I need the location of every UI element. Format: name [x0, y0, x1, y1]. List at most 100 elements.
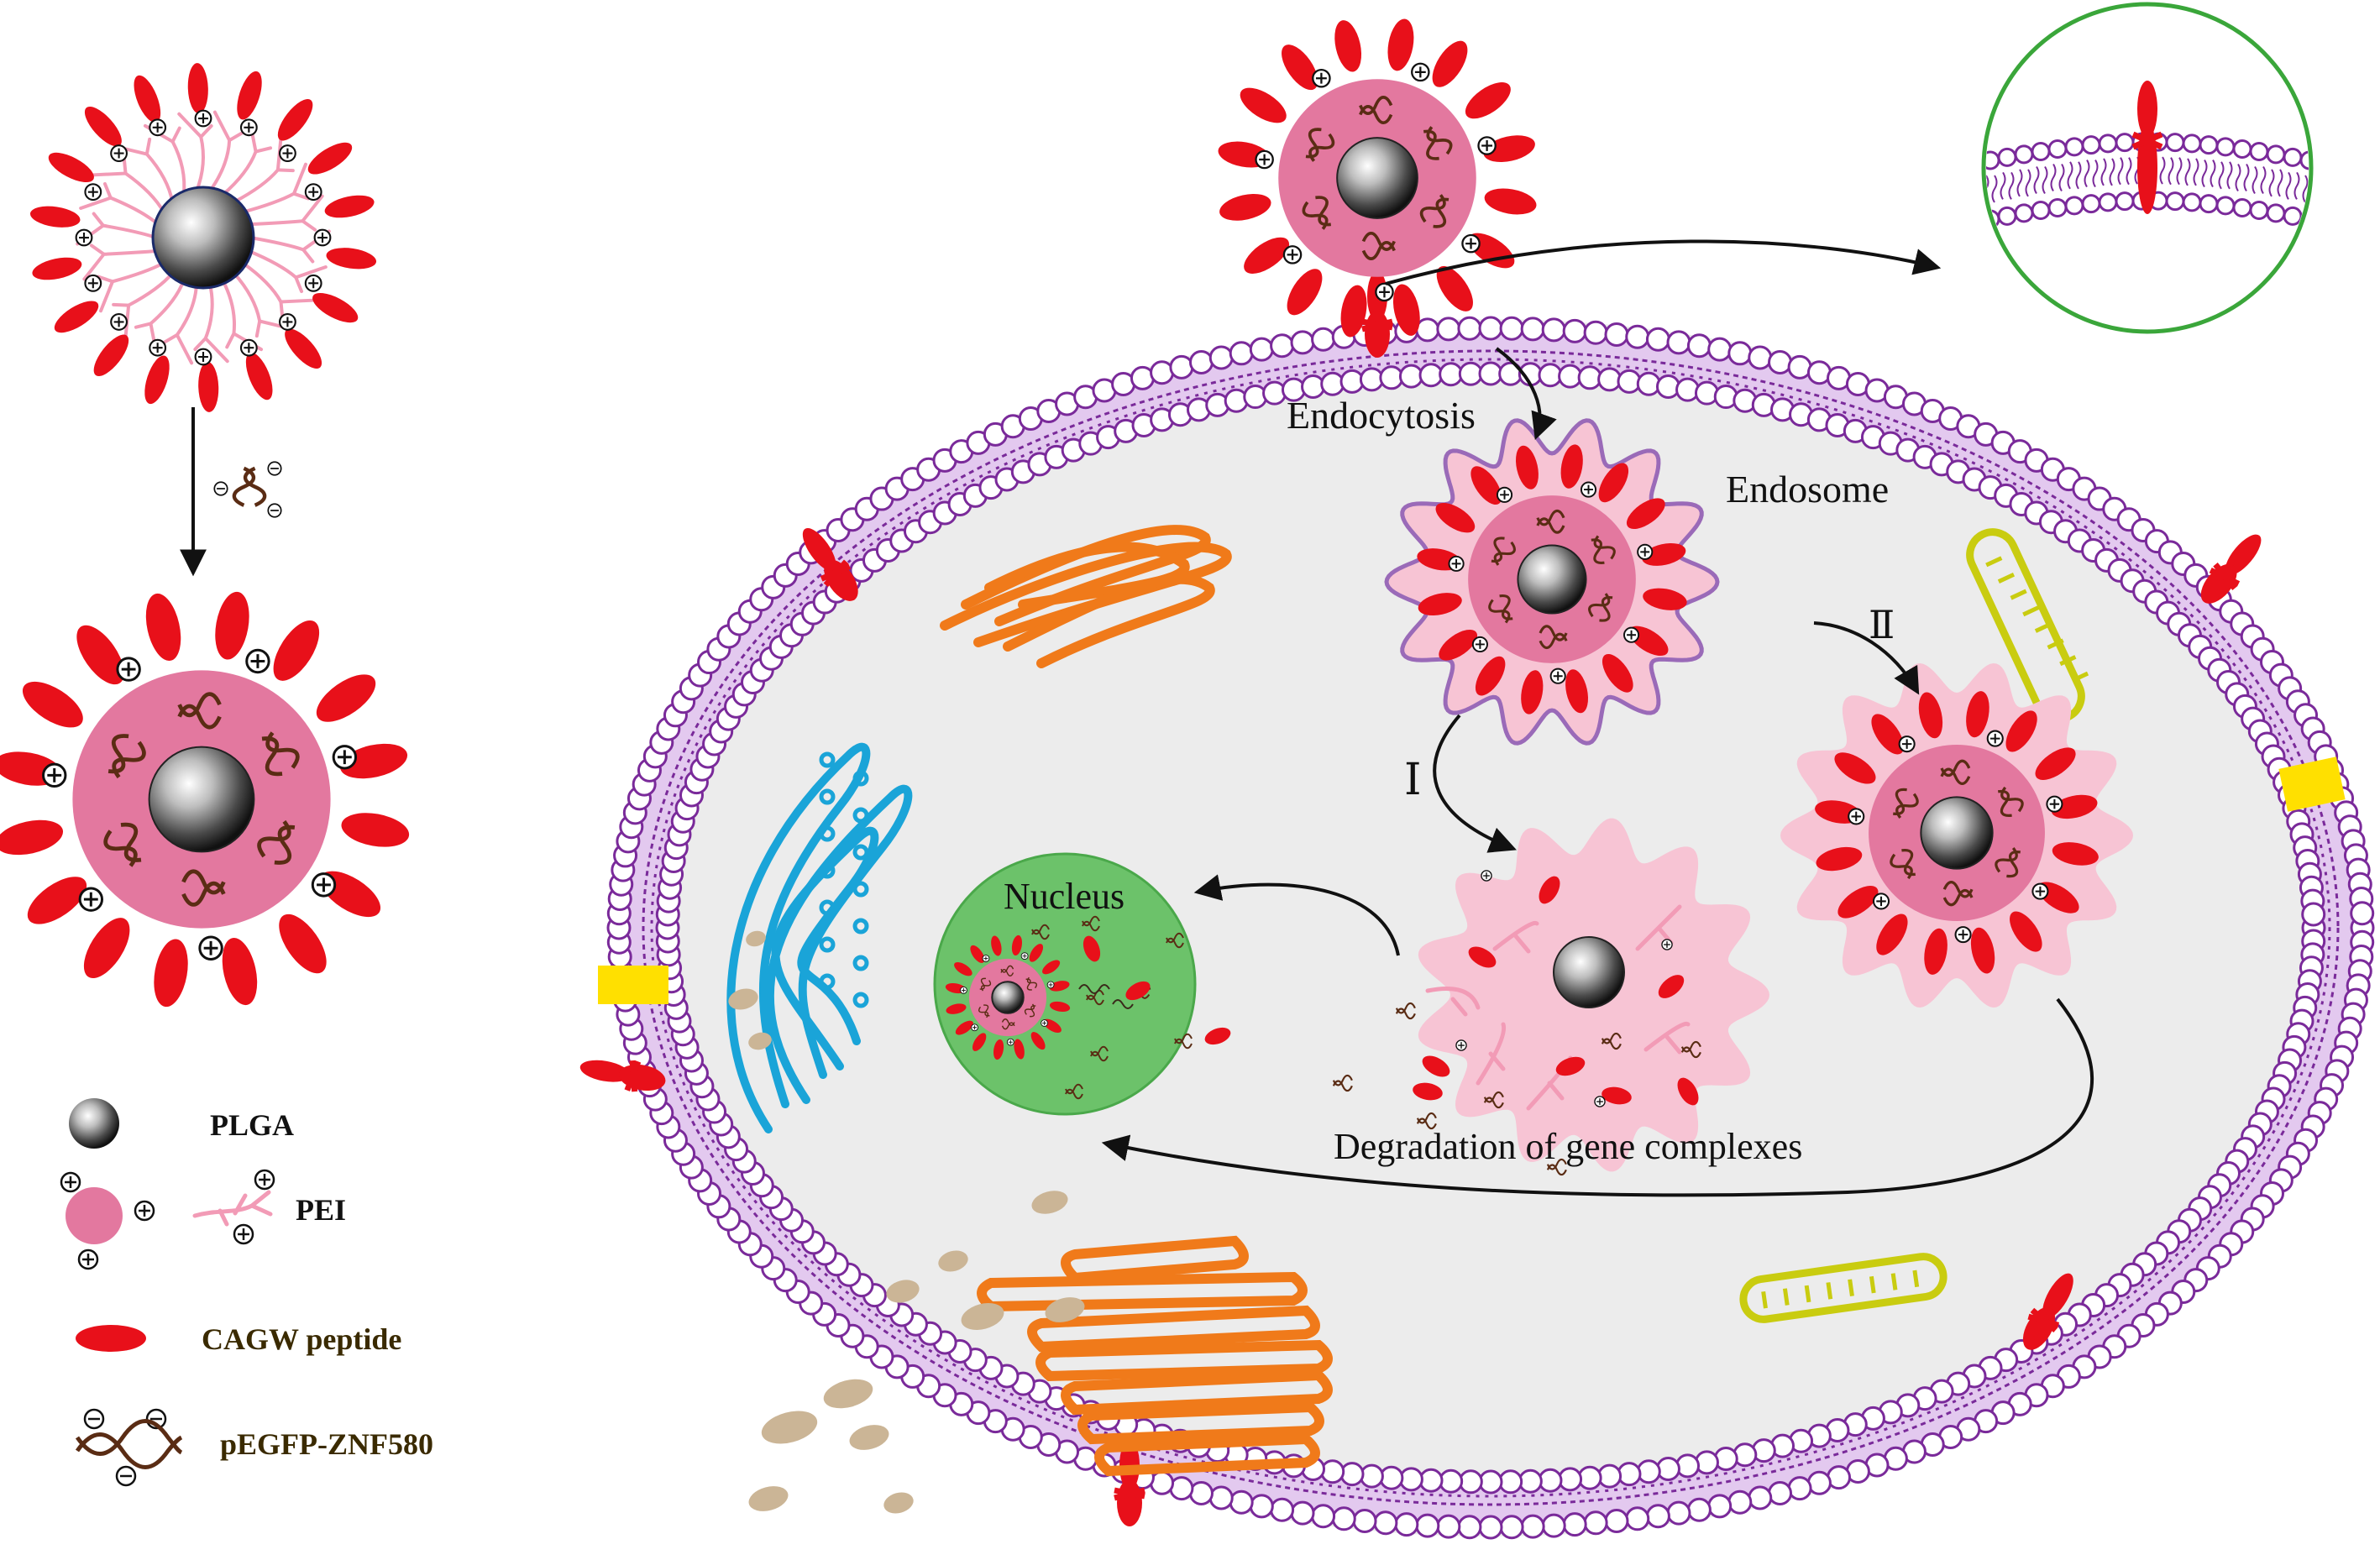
- lipid-head: [1625, 324, 1650, 349]
- membrane-zoom-circle: [1981, 2, 2314, 334]
- peptide-icon: [1125, 981, 1151, 1001]
- peptide-icon: [1042, 960, 1061, 975]
- peptide-icon: [222, 937, 258, 1006]
- positive-charge-icon: [239, 338, 258, 357]
- positive-charge-icon: [149, 338, 167, 357]
- peptide-icon: [324, 195, 375, 218]
- receptor-icon: [802, 528, 858, 601]
- channel-icon: [598, 966, 668, 1004]
- peptide-icon: [144, 355, 170, 405]
- vesicle: [761, 1411, 818, 1444]
- lipid-head: [2299, 150, 2309, 170]
- pathway-2-label: Ⅱ: [1869, 604, 1895, 647]
- peptide-icon: [954, 961, 972, 976]
- membrane-tails: [650, 358, 2331, 1498]
- peptide-icon: [1392, 284, 1420, 336]
- positive-charge-icon: [1549, 667, 1566, 684]
- peptide-icon: [1436, 265, 1473, 311]
- peptide-icon: [1816, 846, 1863, 872]
- positive-charge-icon: [233, 1223, 254, 1245]
- pei-branches: [76, 110, 331, 365]
- channel-icon: [2278, 756, 2346, 812]
- peptide-icon: [1602, 653, 1633, 693]
- vesicle: [748, 1032, 772, 1050]
- negative-charge-icon: [267, 461, 282, 476]
- peptide-icon: [1413, 1082, 1443, 1101]
- lipid-head: [1583, 320, 1608, 345]
- positive-charge-icon: [78, 887, 104, 912]
- lipid-head: [1597, 1463, 1622, 1489]
- lipid-head: [1339, 369, 1365, 394]
- positive-charge-icon: [982, 955, 990, 962]
- lipid-head: [1562, 318, 1587, 343]
- lipid-head: [1478, 1515, 1503, 1540]
- positive-charge-icon: [1872, 893, 1890, 910]
- positive-charge-icon: [1481, 870, 1492, 882]
- endosome-label: Endosome: [1726, 468, 1889, 510]
- lipid-head: [1169, 354, 1194, 380]
- lipid-head: [1597, 367, 1622, 392]
- positive-charge-icon: [1255, 149, 1274, 170]
- lipid-head: [2081, 194, 2101, 214]
- peptide-icon: [1282, 44, 1318, 91]
- peptide-icon: [84, 107, 122, 147]
- lipid-head: [1478, 361, 1503, 386]
- positive-charge-icon: [194, 109, 212, 128]
- lipid-head: [1538, 363, 1563, 388]
- positive-charge-icon: [245, 648, 270, 674]
- pathway-1-label: Ⅰ: [1404, 756, 1422, 804]
- legend-label-peptide: CAGW peptide: [202, 1322, 401, 1356]
- positive-charge-icon: [278, 312, 296, 331]
- lipid-head: [1290, 1500, 1315, 1526]
- peptide-icon: [2005, 710, 2037, 752]
- lipid-head: [1558, 1467, 1583, 1492]
- uptake-process: [933, 18, 2133, 1176]
- lipid-head: [1439, 362, 1464, 387]
- peptide-icon: [1658, 975, 1685, 998]
- peptide-icon: [1677, 1077, 1699, 1106]
- lipid-head: [1645, 1504, 1670, 1529]
- lipid-head: [1748, 1485, 1773, 1510]
- positive-charge-icon: [149, 118, 167, 137]
- lipid-head: [1457, 316, 1482, 341]
- positive-charge-icon: [1898, 736, 1916, 753]
- vesicle: [886, 1280, 920, 1303]
- plga-core: [1336, 137, 1418, 219]
- endoplasmic-reticulum: [726, 742, 913, 1133]
- peptide-icon: [1030, 1032, 1046, 1050]
- negative-charge-icon: [83, 1408, 105, 1430]
- lipid-head: [1169, 1476, 1194, 1501]
- positive-charge-icon: [2031, 882, 2049, 900]
- peptide-icon: [307, 142, 353, 175]
- receptor-icon: [2200, 534, 2262, 604]
- peptide-icon: [970, 945, 985, 963]
- peptide-icon: [1011, 934, 1022, 956]
- positive-charge-icon: [1046, 981, 1055, 989]
- positive-charge-icon: [1312, 68, 1331, 88]
- peptide-icon: [273, 620, 320, 681]
- peptide-icon: [1422, 1055, 1450, 1077]
- process-arrows: [1101, 239, 2094, 1197]
- peptide-icon: [1029, 944, 1044, 962]
- peptide-icon: [1049, 1001, 1071, 1012]
- lipid-head: [1478, 1469, 1503, 1495]
- positive-charge-icon: [1661, 939, 1673, 950]
- peptide-icon: [187, 63, 208, 114]
- lipid-head: [1997, 206, 2017, 226]
- peptide-icon: [0, 819, 64, 856]
- lipid-head: [1541, 317, 1566, 343]
- positive-charge-icon: [194, 348, 212, 366]
- receptor-icon: [579, 1060, 666, 1092]
- peptide-icon: [285, 328, 322, 369]
- peptide-icon: [1565, 669, 1589, 714]
- vesicle: [728, 988, 758, 1010]
- nucleus: [933, 852, 1231, 1116]
- lipid-head: [1518, 1468, 1543, 1494]
- receptor-icon: [2022, 1273, 2073, 1350]
- arrow-endocytosis: [1495, 347, 1557, 441]
- peptide-icon: [1539, 876, 1560, 904]
- peptide-icon: [1966, 691, 1989, 738]
- peptide-icon: [1014, 1039, 1025, 1060]
- peptide-icon: [27, 877, 87, 924]
